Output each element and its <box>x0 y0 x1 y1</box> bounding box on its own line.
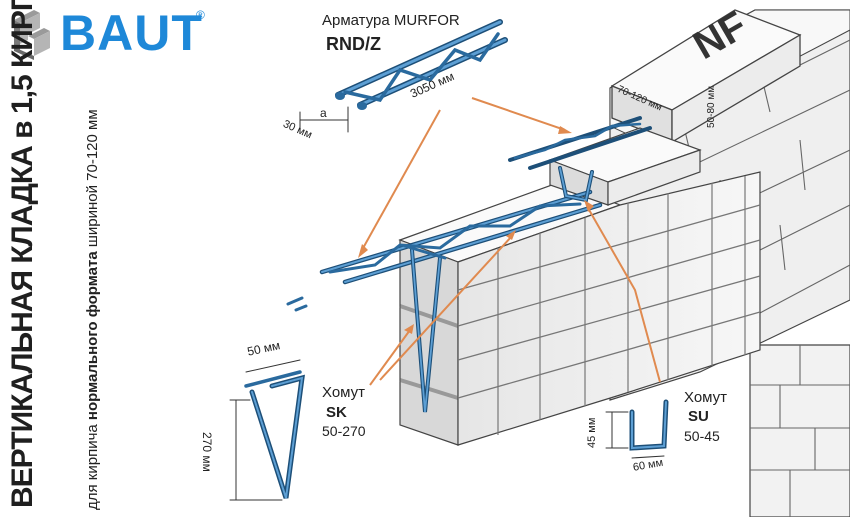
upper-brick-block <box>548 127 702 206</box>
rnd-z-reinforcement <box>299 19 508 133</box>
side-title: ВЕРТИКАЛЬНАЯ КЛАДКА в 1,5 КИРПИЧА <box>6 0 40 508</box>
side-subtitle: для кирпича нормального формата шириной … <box>84 109 101 510</box>
main-wall <box>398 171 761 446</box>
su-tie-size: 50-45 <box>684 428 720 444</box>
su-tie-title: Хомут <box>684 389 728 406</box>
su-tie-detail <box>605 399 669 459</box>
baut-logo-icon <box>14 10 50 60</box>
reinforcement-width-label: a <box>320 106 327 120</box>
reinforcement-code: RND/Z <box>326 34 381 54</box>
rebar-on-wall <box>286 116 652 413</box>
sk-tie-size: 50-270 <box>322 423 366 439</box>
brand-registered-mark: ® <box>196 8 205 22</box>
brick-height: 50-80 мм <box>706 85 717 128</box>
sk-tie-code: SK <box>326 404 347 421</box>
side-subtitle-suffix: шириной 70-120 мм <box>84 109 101 248</box>
side-title-main: ВЕРТИКАЛЬНАЯ КЛАДКА в 1,5 КИРПИЧА <box>6 0 39 508</box>
sk-tie-height-dim: 270 мм <box>200 432 214 472</box>
reinforcement-title: Арматура MURFOR <box>322 12 460 29</box>
callout-arrows <box>358 97 661 386</box>
brand-name: BAUT <box>60 5 203 61</box>
su-tie-height-dim: 45 мм <box>586 417 598 448</box>
su-tie-code: SU <box>688 408 709 425</box>
sk-tie-title: Хомут <box>322 384 366 401</box>
side-subtitle-bold: нормального формата <box>84 251 101 421</box>
right-lower-wall <box>749 344 850 518</box>
side-subtitle-prefix: для кирпича <box>84 424 101 510</box>
sk-tie-detail <box>229 359 305 501</box>
